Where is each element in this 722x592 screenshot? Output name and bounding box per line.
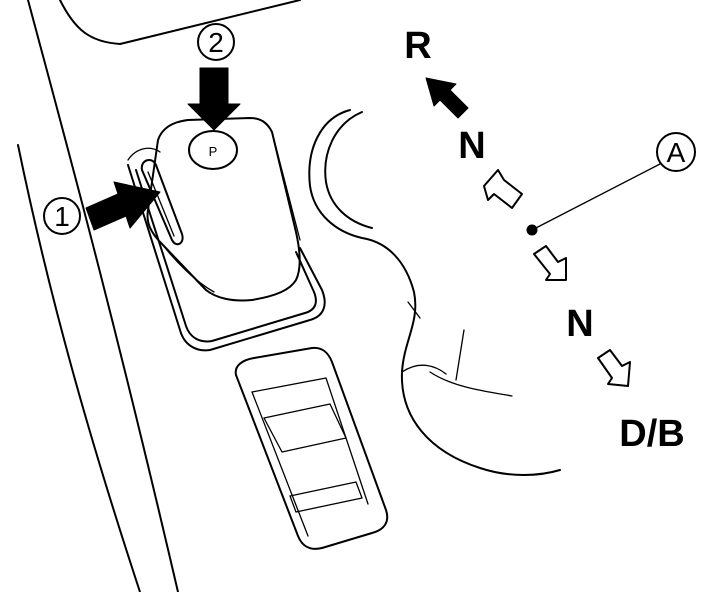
park-button-label: P (209, 144, 218, 159)
lock-release-button (140, 159, 184, 246)
step-1-callout: 1 (43, 197, 81, 235)
hand-outline (308, 109, 561, 476)
neutral-down-arrow (533, 245, 567, 281)
step-1-label: 1 (54, 201, 70, 232)
gear-drive-label: D/B (619, 413, 684, 455)
callout-a: A (526, 132, 696, 236)
press-down-arrow (187, 67, 241, 131)
gear-neutral-upper-label: N (458, 125, 485, 167)
reverse-arrow (425, 77, 469, 119)
park-button: P (188, 130, 238, 170)
neutral-up-arrow (483, 169, 523, 209)
step-2-label: 2 (208, 27, 224, 58)
console-slot (234, 346, 389, 550)
callout-a-leader (531, 163, 661, 231)
gear-neutral-lower-label: N (566, 303, 593, 345)
callout-a-label: A (667, 137, 686, 168)
step-2-callout: 2 (197, 23, 235, 61)
gear-reverse-label: R (404, 25, 431, 67)
press-side-arrow (85, 181, 161, 231)
console-outline (17, 0, 301, 592)
drive-arrow (597, 349, 631, 387)
shift-lever (127, 117, 326, 352)
